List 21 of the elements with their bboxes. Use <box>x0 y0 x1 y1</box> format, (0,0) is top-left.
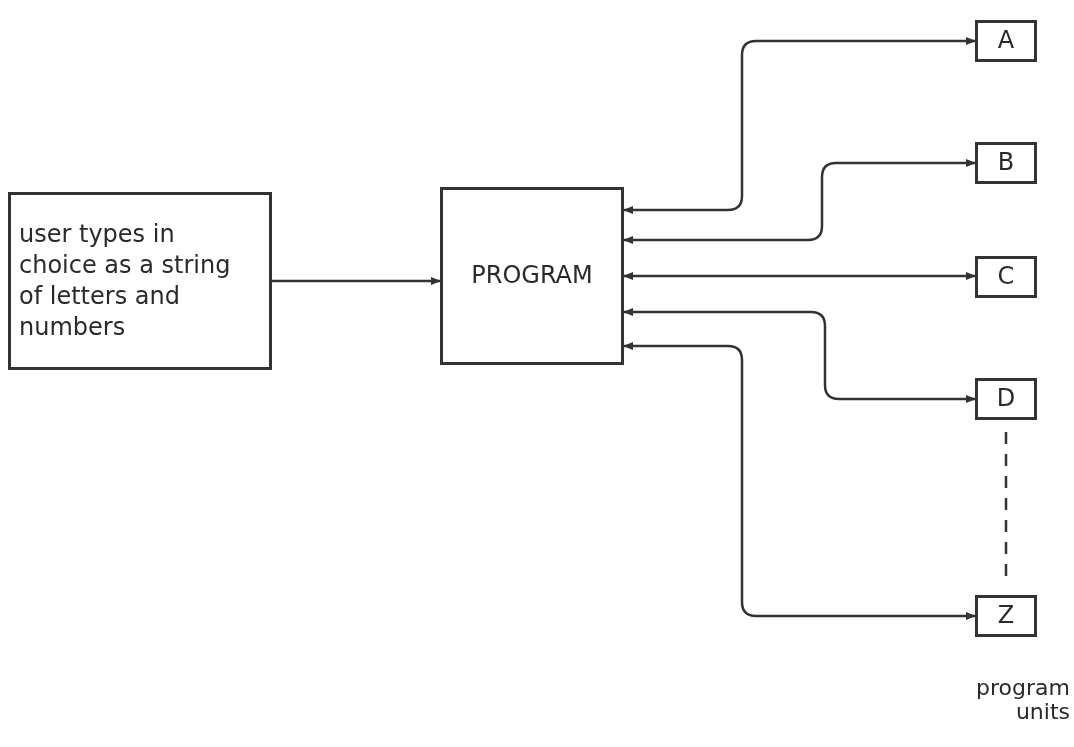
arrow <box>623 308 976 403</box>
unit-box <box>975 20 1037 62</box>
unit-box <box>975 595 1037 637</box>
box-text: Z <box>997 600 1015 632</box>
box-text: B <box>997 147 1015 179</box>
arrow <box>623 272 976 280</box>
unit-box <box>975 142 1037 184</box>
arrow <box>623 342 976 620</box>
unit-box <box>975 256 1037 298</box>
program-box <box>440 187 624 365</box>
input-box <box>8 192 272 370</box>
box-text: user types in choice as a string of letters and numbers <box>19 218 232 344</box>
box-text: A <box>997 25 1015 57</box>
box-text: C <box>997 261 1015 293</box>
arrow <box>623 159 976 244</box>
unit-box <box>975 378 1037 420</box>
box-text: PROGRAM <box>471 260 593 292</box>
arrow <box>623 37 976 214</box>
note-text: program units <box>975 676 1070 725</box>
box-text: D <box>996 383 1016 415</box>
arrow <box>272 277 441 285</box>
